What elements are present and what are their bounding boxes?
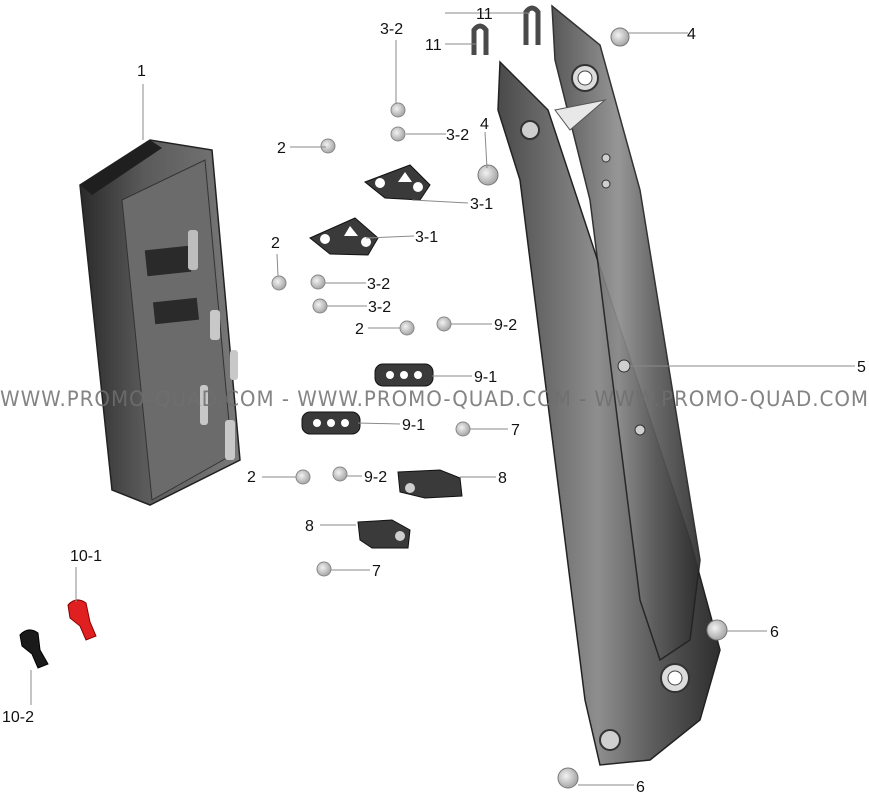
part-1-control-module bbox=[79, 139, 241, 506]
callout-5: 5 bbox=[857, 359, 866, 376]
callout-2: 2 bbox=[355, 321, 364, 338]
callout-3-1: 3-1 bbox=[470, 196, 493, 213]
callout-8: 8 bbox=[305, 518, 314, 535]
callout-7: 7 bbox=[372, 563, 381, 580]
callout-3-2: 3-2 bbox=[367, 276, 390, 293]
callout-3-2: 3-2 bbox=[368, 299, 391, 316]
part-9-1-plates bbox=[301, 363, 434, 435]
leader-lines bbox=[30, 12, 855, 786]
callout-9-2: 9-2 bbox=[364, 469, 387, 486]
callout-7: 7 bbox=[511, 422, 520, 439]
callout-6: 6 bbox=[636, 779, 645, 796]
callout-9-2: 9-2 bbox=[494, 317, 517, 334]
callout-3-1: 3-1 bbox=[415, 229, 438, 246]
callout-labels: 1 2 2 2 2 3-1 3-1 3-2 3-2 3-2 3-2 4 4 5 … bbox=[2, 6, 866, 796]
callout-3-2: 3-2 bbox=[380, 21, 403, 38]
callout-9-1: 9-1 bbox=[474, 369, 497, 386]
callout-11: 11 bbox=[425, 37, 442, 54]
callout-2: 2 bbox=[247, 469, 256, 486]
callout-4: 4 bbox=[480, 116, 489, 133]
callout-11: 11 bbox=[476, 6, 493, 23]
part-10-caps bbox=[19, 599, 97, 669]
callout-3-2: 3-2 bbox=[446, 127, 469, 144]
callout-4: 4 bbox=[687, 26, 696, 43]
part-5-swing-arm bbox=[497, 4, 721, 766]
part-11-clips bbox=[471, 5, 541, 55]
watermark-text: WWW.PROMO-QUAD.COM - WWW.PROMO-QUAD.COM … bbox=[0, 387, 869, 411]
part-3-1-plates bbox=[309, 164, 431, 256]
callout-1: 1 bbox=[137, 63, 146, 80]
callout-2: 2 bbox=[277, 140, 286, 157]
part-8-brackets bbox=[357, 469, 463, 549]
callout-6: 6 bbox=[770, 624, 779, 641]
callout-8: 8 bbox=[498, 470, 507, 487]
small-nuts bbox=[271, 102, 471, 577]
callout-9-1: 9-1 bbox=[402, 417, 425, 434]
part-6-bolts bbox=[557, 619, 728, 789]
part-4-bolts bbox=[477, 27, 630, 186]
callout-10-2: 10-2 bbox=[2, 709, 34, 726]
callout-2: 2 bbox=[271, 235, 280, 252]
callout-10-1: 10-1 bbox=[70, 548, 102, 565]
